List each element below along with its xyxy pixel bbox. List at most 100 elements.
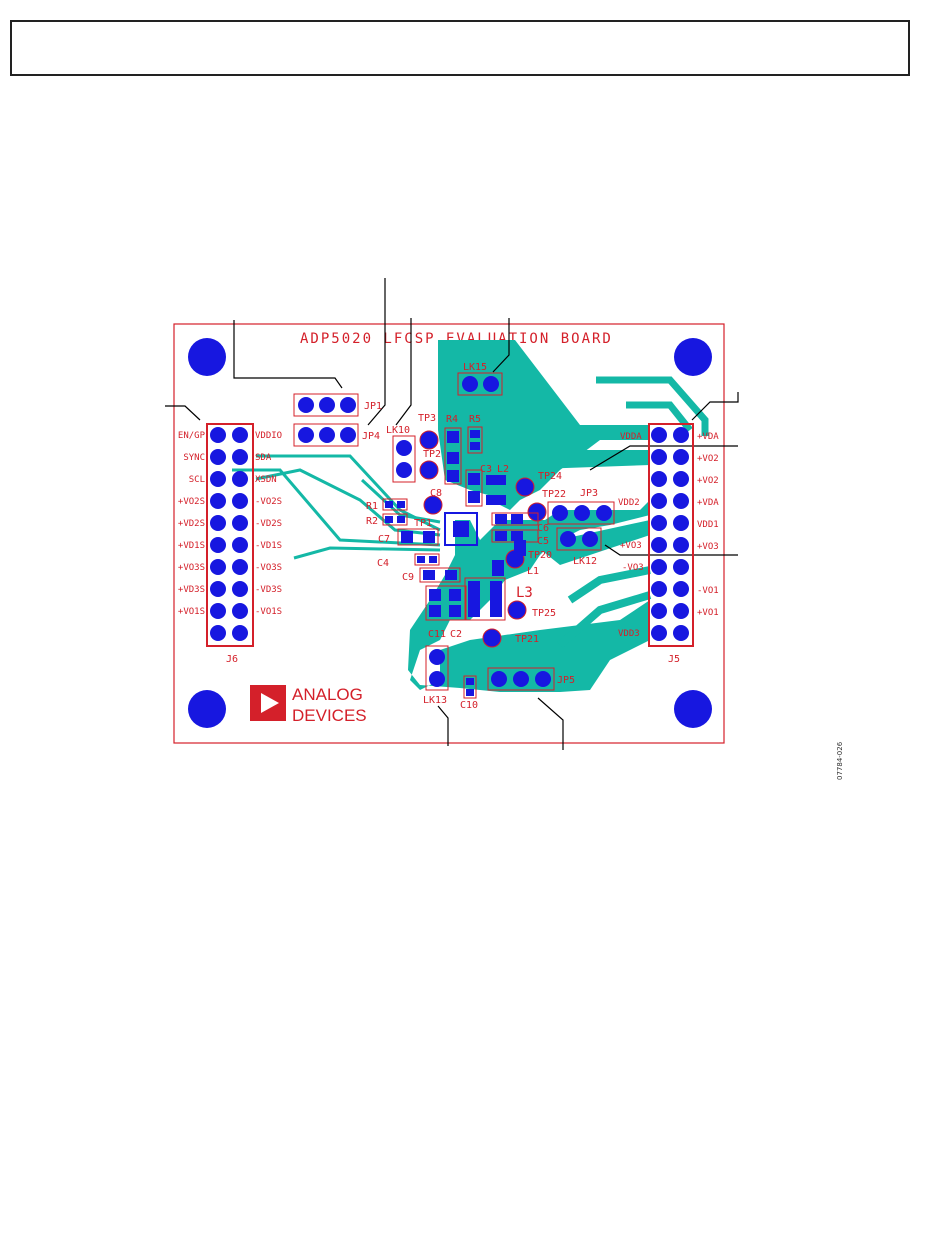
j5-pin [673,625,689,641]
tp2-label: TP2 [423,449,441,460]
j6-right-label: -VD1S [255,541,282,551]
j6-pins [210,427,248,641]
figure-id: 07784-026 [836,741,844,780]
j5-pin [651,427,667,443]
j5-pin [673,471,689,487]
tp24-label: TP24 [538,471,562,482]
j5-right-label-5: +VO3 [697,542,719,552]
header-j5: J5 VDDA VDD2 +VO3 -VO3 VDD3 +VDA +VO2 +V… [618,423,719,665]
tp25-label: TP25 [532,608,556,619]
jumper-jp3: JP3 [547,488,615,525]
j5-pin [651,559,667,575]
j6-left-label: +VO3S [178,563,205,573]
j6-pin [210,449,226,465]
ic-u1 [444,512,478,546]
j6-pin [210,603,226,619]
tp20-label: TP20 [528,550,552,561]
mounting-hole-top-left [188,338,226,376]
j5-pin [651,449,667,465]
jp5-label: JP5 [557,675,575,686]
j6-pin [232,515,248,531]
j5-pin [673,427,689,443]
j5-pin [651,471,667,487]
j5-pin [673,537,689,553]
j6-left-label: SYNC [183,453,205,463]
r1-label: R1 [366,501,378,512]
j6-pin [232,493,248,509]
j6-right-labels: VDDIOSDAXSDN-VO2S-VD2S-VD1S-VO3S-VD3S-VO… [255,431,282,617]
tp22-label: TP22 [542,489,566,500]
j6-pin [210,493,226,509]
j6-left-labels: EN/GPSYNCSCL+VO2S+VD2S+VD1S+VO3S+VD3S+VO… [178,431,206,617]
lk15-label: LK15 [463,362,487,373]
j5-pin [651,537,667,553]
link-lk10: LK10 [386,425,416,483]
lk13-label: LK13 [423,695,447,706]
jp3-label: JP3 [580,488,598,499]
l1-label: L1 [527,566,539,577]
r5-label: R5 [469,414,481,425]
j5-right-label-2: +VO2 [697,476,719,486]
l3-label: L3 [516,585,533,601]
j6-pin [210,537,226,553]
jumper-jp1: JP1 [293,393,382,417]
jp1-label: JP1 [364,401,382,412]
c4-label: C4 [377,558,389,569]
j5-pins [651,427,689,641]
j5-pin [651,581,667,597]
j6-outline [206,423,254,647]
j5-pin [651,493,667,509]
j6-pin [210,559,226,575]
j6-pin [232,581,248,597]
j6-pin [232,427,248,443]
c3-label: C3 [480,464,492,475]
c11-label: C11 [428,629,446,640]
j5-left-label-3: -VO3 [622,563,644,573]
j6-right-label: XSDN [255,475,277,485]
j6-left-label: +VD3S [178,585,205,595]
j6-left-label: SCL [189,475,205,485]
tp21-label: TP21 [515,634,539,645]
jp4-label: JP4 [362,431,380,442]
j5-left-label-1: VDD2 [618,498,640,508]
j6-left-label: +VO2S [178,497,205,507]
j5-pin [673,449,689,465]
j5-right-label-1: +VO2 [697,454,719,464]
logo-line-1: ANALOG [292,685,363,704]
traces [232,376,709,649]
j6-pin [232,625,248,641]
j5-pin [673,493,689,509]
c5-label: C5 [537,536,549,547]
j5-pin [651,603,667,619]
link-lk13: LK13 [423,645,449,706]
j5-right-label-4: VDD1 [697,520,719,530]
link-lk12: LK12 [556,527,602,567]
j6-right-label: -VO3S [255,563,282,573]
j6-pin [232,449,248,465]
j6-pin [210,427,226,443]
board-title: ADP5020 LFCSP EVALUATION BOARD [300,331,613,347]
c2-label: C2 [450,629,462,640]
j6-pin [232,471,248,487]
j5-pin [651,625,667,641]
j6-pin [210,625,226,641]
j5-left-label-2: +VO3 [620,541,642,551]
j6-pin [210,471,226,487]
mounting-hole-bottom-right [674,690,712,728]
j6-label: J6 [226,654,238,665]
j5-pin [673,581,689,597]
j6-right-label: -VO2S [255,497,282,507]
j5-pin [673,515,689,531]
c10-label: C10 [460,700,478,711]
callout-lines [165,278,739,750]
r4-label: R4 [446,414,458,425]
j6-left-label: EN/GP [178,431,206,441]
analog-devices-logo: ANALOG DEVICES [250,685,367,725]
j5-right-label-0: +VDA [697,432,719,442]
link-lk15: LK15 [457,362,503,396]
j6-left-label: +VD1S [178,541,205,551]
j6-right-label: VDDIO [255,431,282,441]
jumper-jp4: JP4 [293,423,380,447]
j6-right-label: -VO1S [255,607,282,617]
